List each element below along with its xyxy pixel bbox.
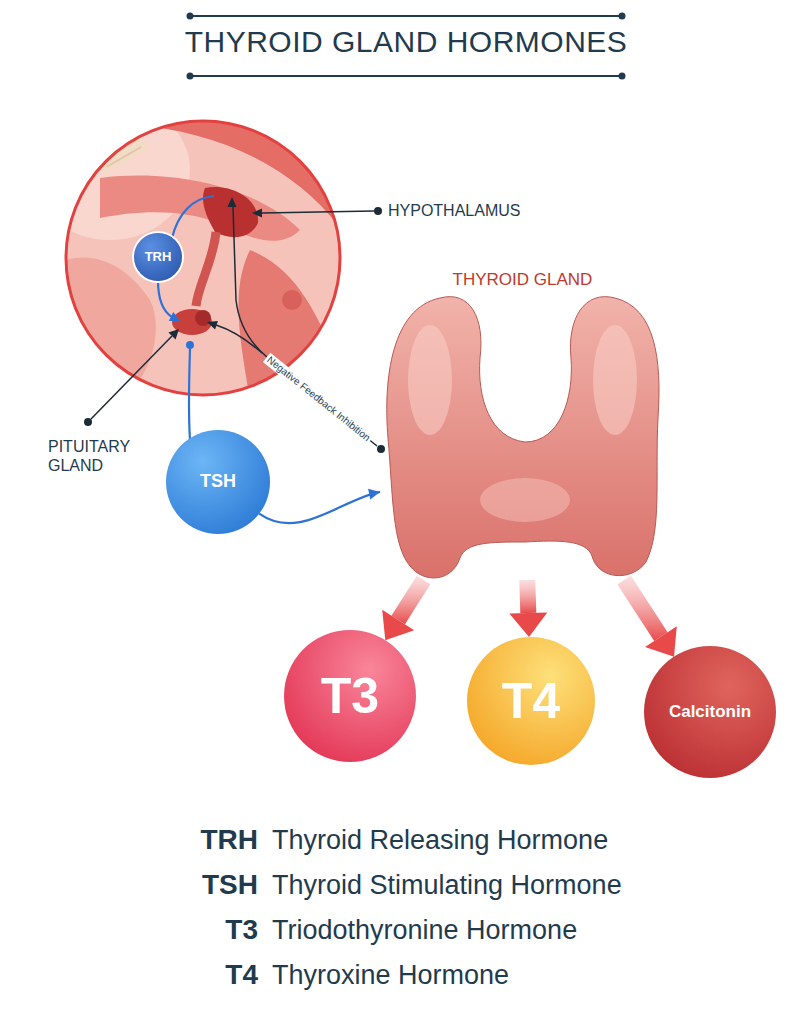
leader-arrowhead	[168, 329, 179, 340]
arrowhead	[645, 626, 677, 657]
abbreviation-meaning: Thyroxine Hormone	[272, 957, 509, 993]
connector	[617, 576, 676, 657]
feedback-line	[233, 207, 377, 446]
thyroid-highlight	[480, 478, 570, 522]
nasal-region	[60, 257, 156, 400]
arrow-shaft	[519, 580, 536, 614]
release-dot	[186, 341, 194, 349]
thyroid-shape	[387, 297, 659, 578]
abbreviation-meaning: Thyroid Releasing Hormone	[272, 822, 608, 858]
title-rule	[190, 75, 622, 77]
abbreviation: T4	[225, 957, 258, 993]
title-rule	[190, 15, 622, 17]
arrow-shaft	[617, 576, 667, 641]
abbreviation: TSH	[202, 867, 258, 903]
feedback-line	[216, 325, 262, 353]
connector	[509, 580, 547, 637]
hormone-circle: T4	[467, 637, 595, 765]
rule-dot	[619, 73, 626, 80]
hormone-circle: T3	[284, 630, 416, 762]
abbreviation: T3	[225, 912, 258, 948]
abbreviation: TRH	[200, 822, 258, 858]
hormone-circle: TRH	[134, 233, 182, 281]
thyroid-outline	[380, 268, 665, 580]
abbreviation-meaning: Thyroid Stimulating Hormone	[272, 867, 622, 903]
node-text: T4	[502, 671, 560, 731]
hormone-circle: TSH	[166, 430, 270, 534]
diagram-title: THYROID GLAND HORMONES	[0, 24, 812, 60]
feedback-arrowhead	[207, 321, 218, 330]
brain-fold	[100, 176, 300, 241]
feedback-dot	[377, 445, 385, 453]
inset-outline	[66, 121, 340, 395]
arrowhead	[368, 489, 380, 500]
pituitary-stalk	[196, 232, 216, 306]
feedback-arrowhead	[228, 197, 237, 207]
rule-dot	[187, 13, 194, 20]
release-line	[158, 280, 172, 317]
connector	[259, 489, 380, 524]
release-line	[189, 349, 190, 440]
thyroid-gland: THYROID GLAND	[380, 268, 665, 580]
node-text: THYROID GLAND	[453, 270, 593, 290]
leader-line	[91, 336, 172, 419]
rule-dot	[187, 73, 194, 80]
thyroid-highlight	[593, 325, 637, 435]
leader-arrowhead	[252, 209, 262, 218]
node-text: T3	[321, 666, 379, 726]
release-line	[172, 196, 214, 238]
connector-line	[259, 492, 380, 523]
pituitary-lobe	[195, 310, 211, 326]
rule-dot	[619, 13, 626, 20]
arrow-shaft	[391, 576, 430, 625]
node-text: TRH	[145, 249, 172, 265]
hormone-circle: Calcitonin	[644, 646, 776, 778]
leader-line	[262, 211, 374, 213]
brain-tissue	[30, 100, 190, 240]
arrowhead	[509, 613, 547, 638]
connector	[382, 576, 430, 641]
thyroid-highlight	[408, 325, 452, 435]
leader-dot	[84, 418, 92, 426]
release-arrowhead	[169, 312, 180, 321]
part-label: PITUITARY GLAND	[48, 437, 158, 475]
brain-section	[30, 100, 345, 400]
hypothalamus-shape	[203, 187, 258, 237]
feedback-label: Negative Feedback Inhibition	[262, 353, 373, 446]
node-text: TSH	[200, 471, 236, 493]
abbreviation-meaning: Triodothyronine Hormone	[272, 912, 577, 948]
arrowhead	[382, 610, 414, 641]
leader-dot	[374, 207, 382, 215]
node-text: Calcitonin	[669, 702, 751, 722]
inset-ground	[66, 121, 340, 395]
part-label: HYPOTHALAMUS	[388, 201, 520, 220]
brain-detail	[282, 290, 302, 310]
